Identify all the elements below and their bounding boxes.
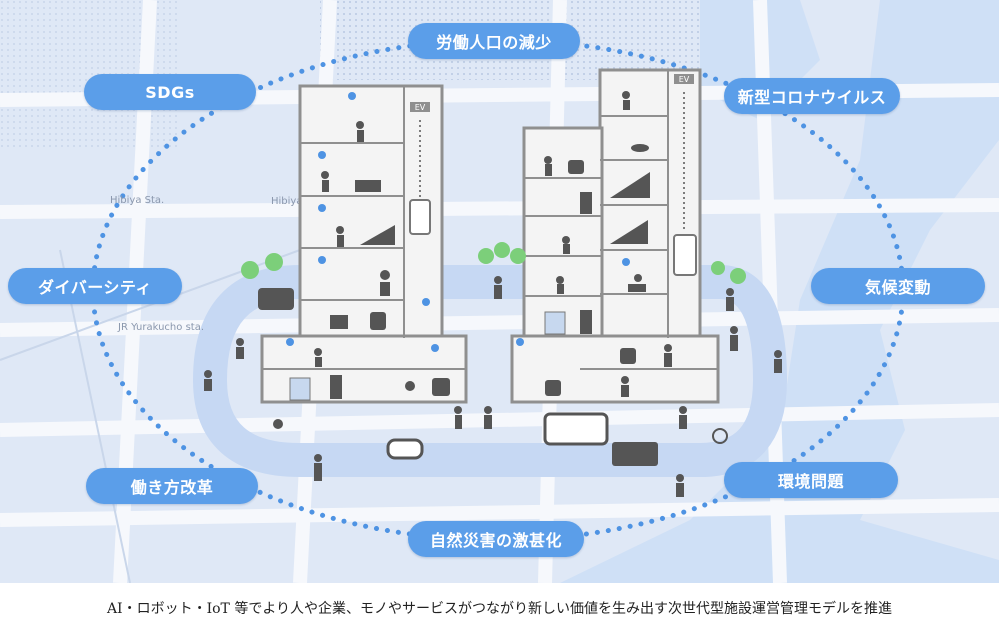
label-corona: 新型コロナウイルス xyxy=(724,78,900,114)
elevator-label-right: EV xyxy=(679,75,690,84)
station-hibiya-2: Hibiya xyxy=(271,196,302,207)
station-hibiya: Hibiya Sta. xyxy=(110,195,164,206)
elevator-label-left: EV xyxy=(415,103,426,112)
left-building: EV xyxy=(260,84,468,404)
circulation-track xyxy=(192,265,788,477)
elevator-car-left xyxy=(409,199,431,235)
trees xyxy=(241,242,746,284)
label-workstyle: 働き方改革 xyxy=(86,468,258,504)
label-climate: 気候変動 xyxy=(811,268,985,304)
label-environment: 環境問題 xyxy=(724,462,898,498)
label-labor-shortage: 労働人口の減少 xyxy=(408,23,580,59)
right-building: EV xyxy=(510,68,720,404)
elevator-car-right xyxy=(673,234,697,276)
street-figures xyxy=(204,276,782,497)
label-natural-disaster: 自然災害の激甚化 xyxy=(408,521,584,557)
caption-text: AI・ロボット・IoT 等でより人や企業、モノやサービスがつながり新しい価値を生… xyxy=(106,601,893,617)
station-yurakucho: JR Yurakucho sta. xyxy=(117,322,204,333)
illustration-stage: Hibiya Sta. Hibiya JR Yurakucho sta. EV xyxy=(0,0,999,583)
river xyxy=(560,0,999,583)
label-sdgs: SDGs xyxy=(84,74,256,110)
label-diversity: ダイバーシティ xyxy=(8,268,182,304)
